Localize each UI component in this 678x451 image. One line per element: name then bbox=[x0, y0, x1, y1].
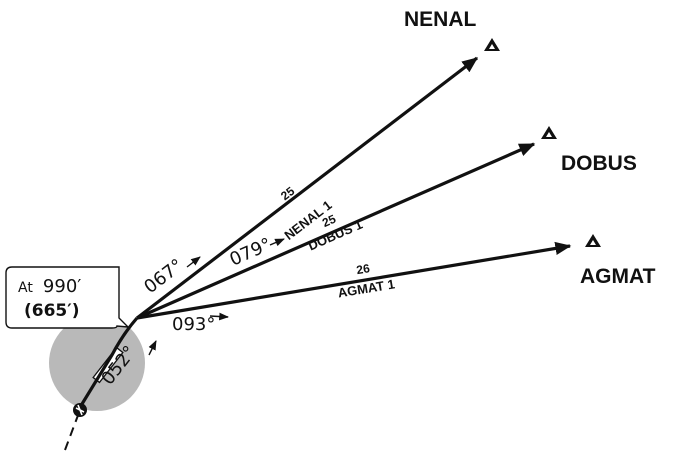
dashed-approach-track bbox=[64, 409, 81, 451]
heading-label-agmat: 093° bbox=[172, 314, 215, 335]
fix-label-nenal: NENAL bbox=[404, 8, 477, 31]
heading-arrow-dobus bbox=[269, 238, 285, 247]
track-dobus bbox=[136, 142, 536, 320]
heading-label-nenal: 067° bbox=[140, 255, 187, 298]
altitude-callout-box bbox=[5, 266, 130, 329]
heading-arrow-nenal bbox=[186, 256, 201, 268]
fix-dobus-symbol bbox=[541, 126, 557, 139]
track-agmat bbox=[136, 241, 572, 320]
altitude-callout: At 990′ (665′) bbox=[5, 266, 130, 329]
route-distance-nenal: 25 bbox=[278, 184, 297, 203]
altitude-callout-line1: At 990′ bbox=[18, 276, 81, 297]
route-name-agmat: AGMAT 1 bbox=[337, 276, 396, 300]
fix-agmat-symbol bbox=[585, 234, 601, 247]
initial-climb-track bbox=[80, 316, 139, 405]
fix-nenal-symbol bbox=[484, 38, 500, 51]
heading-arrow-initial-climb bbox=[148, 340, 157, 356]
heading-arrow-agmat bbox=[209, 312, 229, 321]
heading-label-dobus: 079° bbox=[227, 234, 275, 271]
altitude-callout-height: (665′) bbox=[24, 301, 80, 321]
track-nenal bbox=[136, 56, 479, 320]
altitude-callout-prefix: At bbox=[18, 280, 33, 296]
altitude-callout-altitude: 990′ bbox=[43, 276, 81, 297]
route-distance-dobus: 25 bbox=[320, 212, 338, 230]
fix-label-agmat: AGMAT bbox=[580, 265, 656, 288]
navaid-icon bbox=[73, 403, 87, 417]
route-distance-agmat: 26 bbox=[355, 261, 371, 277]
fix-label-dobus: DOBUS bbox=[561, 152, 637, 175]
